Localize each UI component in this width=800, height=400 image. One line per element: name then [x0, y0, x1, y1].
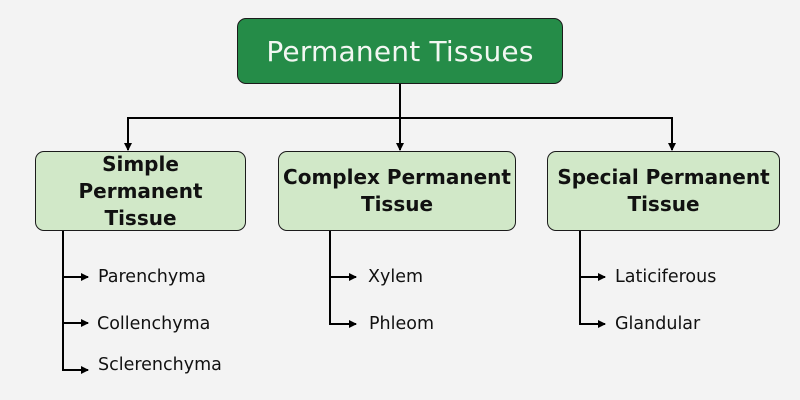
- node-label-line1: Simple Permanent: [78, 151, 203, 203]
- leaf-parenchyma: Parenchyma: [98, 267, 206, 287]
- node-label-line1: Complex Permanent: [283, 165, 511, 189]
- node-label-line2: Tissue: [360, 192, 434, 216]
- leaf-phleom: Phleom: [369, 314, 435, 334]
- node-label-line2: Tissue: [104, 205, 177, 230]
- complex-spine: [329, 231, 357, 328]
- leaf-sclerenchyma: Sclerenchyma: [98, 355, 222, 375]
- leaf-laticiferous: Laticiferous: [615, 267, 717, 287]
- node-label-line2: Tissue: [627, 192, 700, 216]
- leaf-collenchyma: Collenchyma: [97, 314, 211, 334]
- node-complex-permanent-tissue: Complex Permanent Tissue: [278, 151, 516, 231]
- root-node-label: Permanent Tissues: [266, 34, 534, 68]
- node-label-line1: Special Permanent: [557, 165, 770, 189]
- node-special-permanent-tissue: Special Permanent Tissue: [547, 151, 780, 231]
- root-node-permanent-tissues: Permanent Tissues: [237, 18, 563, 84]
- leaf-glandular: Glandular: [615, 314, 701, 334]
- special-spine: [579, 231, 606, 328]
- leaf-xylem: Xylem: [368, 267, 424, 287]
- node-simple-permanent-tissue: Simple Permanent Tissue: [35, 151, 246, 231]
- simple-spine: [62, 231, 89, 374]
